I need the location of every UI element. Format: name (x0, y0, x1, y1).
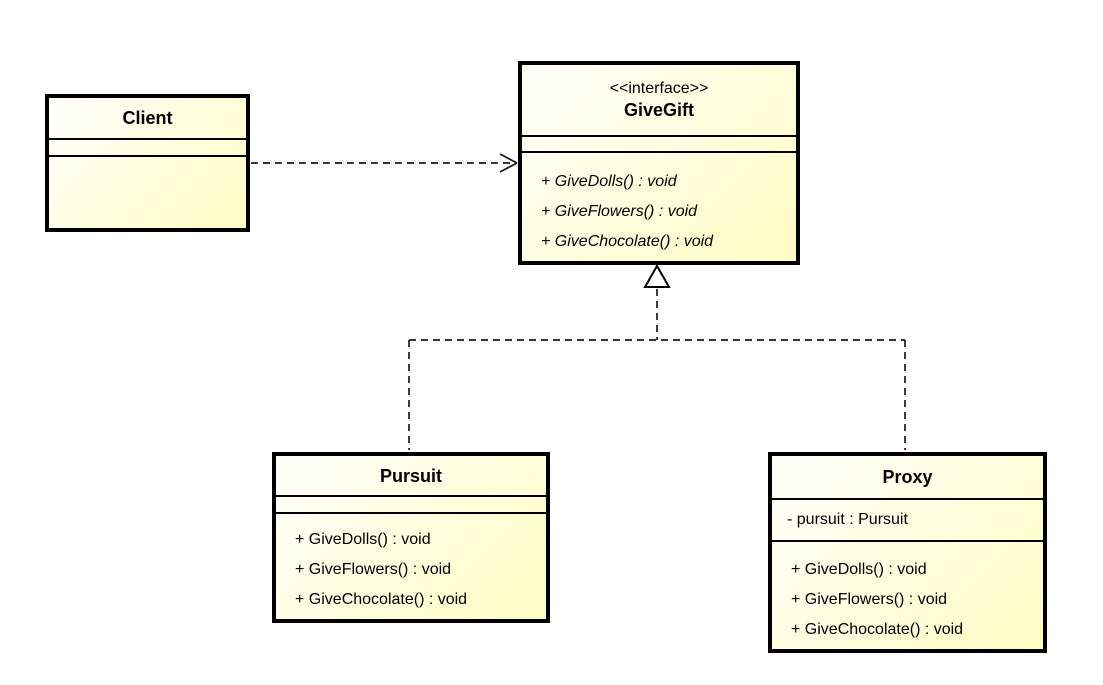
method-item: + GiveDolls() : void (541, 173, 677, 190)
method-item: + GiveChocolate() : void (295, 591, 468, 608)
methods-compartment: + GiveDolls() : void + GiveFlowers() : v… (522, 151, 796, 261)
attributes-compartment (522, 135, 796, 151)
stereotype-label: <<interface>> (609, 80, 709, 97)
interface-box-givegift: <<interface>> GiveGift + GiveDolls() : v… (518, 61, 800, 265)
method-item: + GiveDolls() : void (791, 561, 927, 578)
class-name: Pursuit (379, 465, 442, 486)
method-item: + GiveFlowers() : void (541, 203, 698, 220)
class-box-proxy: Proxy - pursuit : Pursuit + GiveDolls() … (768, 452, 1047, 653)
methods-compartment: + GiveDolls() : void + GiveFlowers() : v… (772, 540, 1043, 649)
method-item: + GiveChocolate() : void (791, 621, 964, 638)
dependency-client-to-givegift (251, 153, 518, 173)
class-name: Client (122, 108, 173, 128)
realization-connectors (408, 263, 906, 450)
dependency-arrowhead-icon (499, 153, 518, 173)
methods-compartment (49, 155, 246, 228)
class-title-section: Proxy (772, 456, 1043, 498)
class-title-section: Client (49, 98, 246, 138)
method-item: + GiveChocolate() : void (541, 233, 714, 250)
method-item: + GiveFlowers() : void (295, 561, 452, 578)
method-item: + GiveDolls() : void (295, 531, 431, 548)
attributes-compartment (49, 138, 246, 155)
class-name: GiveGift (623, 100, 694, 120)
attributes-compartment: - pursuit : Pursuit (772, 498, 1043, 540)
class-box-client: Client (45, 94, 250, 232)
class-title-section: Pursuit (276, 456, 546, 495)
class-name: Proxy (882, 467, 933, 487)
class-title-section: <<interface>> GiveGift (522, 65, 796, 135)
class-box-pursuit: Pursuit + GiveDolls() : void + GiveFlowe… (272, 452, 550, 623)
realization-triangle-icon (643, 263, 671, 288)
attributes-compartment (276, 495, 546, 512)
methods-compartment: + GiveDolls() : void + GiveFlowers() : v… (276, 512, 546, 619)
attribute-item: - pursuit : Pursuit (787, 511, 908, 528)
method-item: + GiveFlowers() : void (791, 591, 948, 608)
